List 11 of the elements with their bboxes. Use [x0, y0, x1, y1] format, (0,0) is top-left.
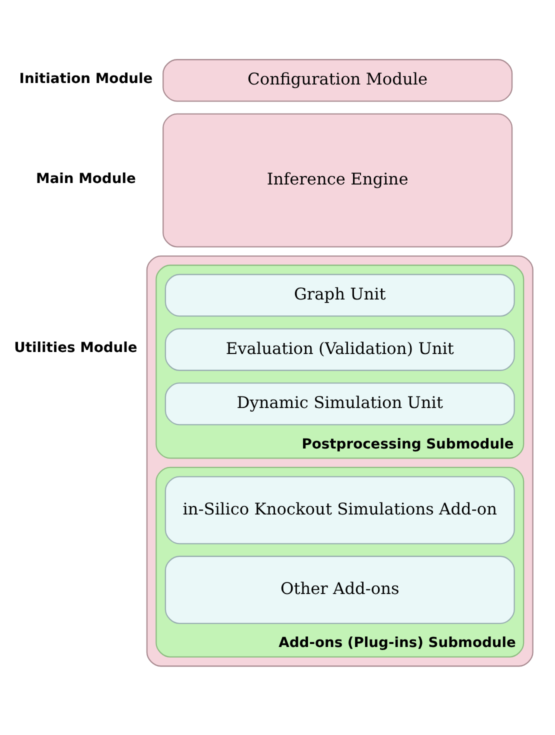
- node-box: Other Add-ons: [164, 556, 515, 624]
- node-label: Initiation Module: [19, 70, 153, 87]
- node-box: Graph Unit: [164, 274, 515, 317]
- node-box: Inference Engine: [162, 113, 513, 248]
- node-box: Dynamic Simulation Unit: [164, 382, 515, 426]
- node-box: Configuration Module: [162, 59, 513, 102]
- node-label: Main Module: [36, 170, 136, 187]
- node-label: Utilities Module: [14, 340, 138, 356]
- node-box: Evaluation (Validation) Unit: [164, 328, 515, 371]
- cluster: [146, 255, 534, 667]
- node-box: in-Silico Knockout Simulations Add-on: [164, 476, 515, 544]
